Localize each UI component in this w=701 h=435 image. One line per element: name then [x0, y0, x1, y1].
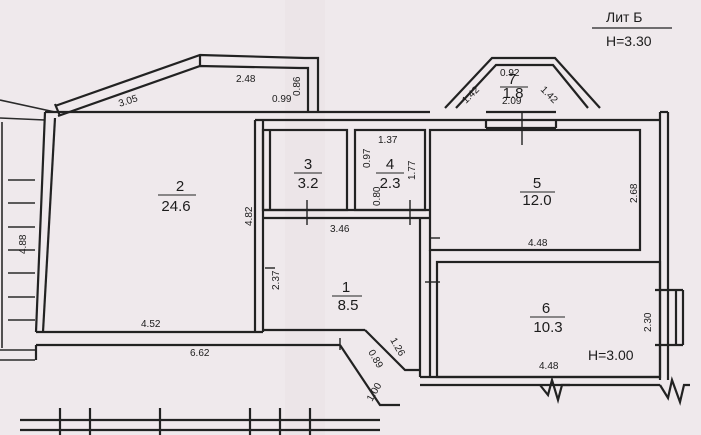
room-5-number: 5 [533, 175, 541, 192]
dim-balcony-width: 2.09 [502, 96, 522, 107]
room-4-area: 2.3 [380, 175, 401, 192]
height-label: H=3.30 [606, 33, 652, 49]
lit-label: Лит Б [606, 9, 643, 25]
room-6-area: 10.3 [533, 319, 562, 336]
dim-room4-right: 1.77 [407, 160, 418, 180]
dim-corner-b: 0.99 [272, 94, 292, 105]
dim-room1-height: 2.37 [271, 270, 282, 290]
dim-room2-width: 4.52 [141, 319, 161, 330]
room-3-area: 3.2 [298, 175, 319, 192]
dimension-labels: 3.05 2.48 0.86 0.99 4.52 4.82 4.88 6.62 … [18, 68, 654, 404]
dim-room2-height: 4.82 [244, 206, 255, 226]
dim-corner-a: 0.86 [292, 76, 303, 96]
room-7-area: 1.8 [503, 85, 524, 102]
room-5-area: 12.0 [522, 192, 551, 209]
room-2-area: 24.6 [161, 198, 190, 215]
room-4-number: 4 [386, 156, 394, 173]
dim-bay-lower: 2.48 [236, 74, 256, 85]
dim-room5-width: 4.48 [528, 238, 548, 249]
dim-bottom-length: 6.62 [190, 348, 210, 359]
walls [20, 53, 690, 435]
staircase [0, 99, 56, 361]
room-labels: 2 24.6 3 3.2 4 2.3 5 12.0 1 8.5 6 10.3 7… [158, 71, 565, 336]
dim-room6-width: 4.48 [539, 361, 559, 372]
room-1-number: 1 [342, 279, 350, 296]
room-3-number: 3 [304, 156, 312, 173]
dim-balcony-top: 0.92 [500, 68, 520, 79]
room-7-number: 7 [508, 71, 516, 88]
dim-room4-left: 0.97 [362, 148, 373, 168]
room-1-area: 8.5 [338, 297, 359, 314]
dim-room5-height: 2.68 [629, 183, 640, 203]
door-marks [265, 112, 523, 350]
room-2-number: 2 [176, 178, 184, 195]
dim-room4-width: 1.37 [378, 135, 398, 146]
dim-room1-width: 3.46 [330, 224, 350, 235]
dim-room6-height: 2.30 [643, 312, 654, 332]
dim-room4-door: 0.80 [372, 186, 383, 206]
dim-stair-width: 4.88 [18, 234, 29, 254]
room6-height-note: H=3.00 [588, 347, 634, 363]
room-6-number: 6 [542, 300, 550, 317]
